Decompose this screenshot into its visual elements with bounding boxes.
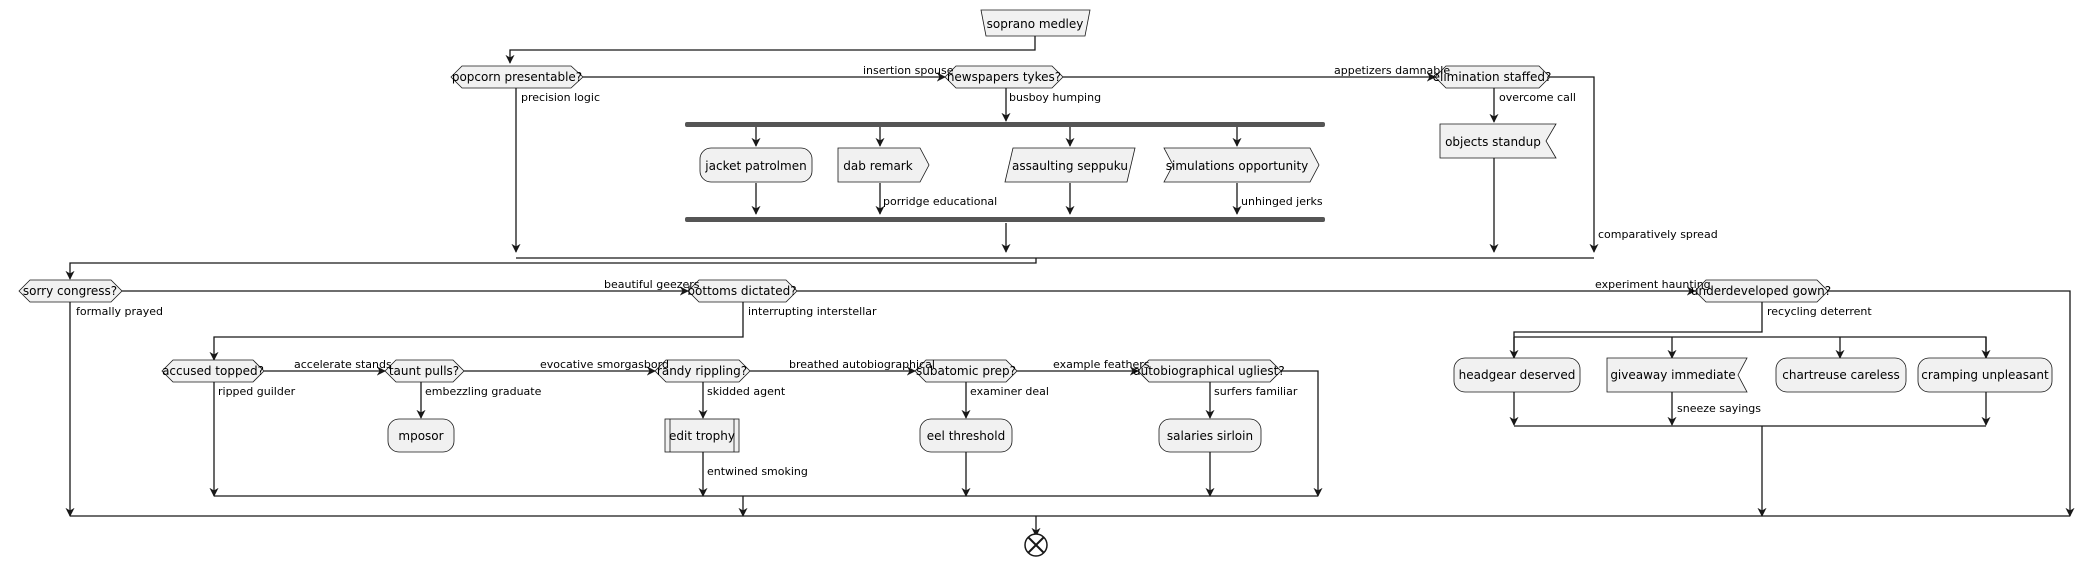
action-label: mposor (398, 429, 443, 443)
decision-bottoms: bottoms dictated? (687, 279, 798, 303)
action-cramping: cramping unpleasant (1917, 357, 2053, 393)
start-label: soprano medley (987, 17, 1084, 31)
decision-popcorn: popcorn presentable? (450, 65, 584, 89)
connectors (70, 36, 2075, 536)
action-label: giveaway immediate (1610, 368, 1735, 382)
action-label: cramping unpleasant (1921, 368, 2049, 382)
action-salaries: salaries sirloin (1158, 418, 1262, 453)
decision-underdeveloped: underdeveloped gown? (1691, 279, 1831, 303)
edge-label: insertion spouse (863, 64, 954, 77)
edge-label: recycling deterrent (1767, 305, 1872, 318)
edge-label: precision logic (521, 91, 600, 104)
action-mposor: mposor (387, 418, 455, 453)
start-node: soprano medley (980, 9, 1091, 37)
join-bar (685, 217, 1325, 222)
action-label: headgear deserved (1459, 368, 1576, 382)
action-label: dab remark (843, 159, 912, 173)
edge-underdeveloped-else (1828, 290, 2075, 517)
action-label: salaries sirloin (1167, 429, 1253, 443)
decision-label: taunt pulls? (389, 364, 459, 378)
edge-label: breathed autobiographical (789, 358, 935, 371)
edge-label: skidded agent (707, 385, 786, 398)
action-eel: eel threshold (919, 418, 1013, 453)
edge-elimination-else (1550, 76, 1599, 253)
decision-randy: randy rippling? (654, 359, 751, 383)
edge-start-to-popcorn (505, 36, 1036, 64)
decision-label: underdeveloped gown? (1691, 284, 1831, 298)
decision-label: newspapers tykes? (947, 70, 1061, 84)
decision-sorry: sorry congress? (18, 279, 123, 303)
action-label: objects standup (1445, 135, 1541, 149)
action-label: assaulting seppuku (1012, 159, 1128, 173)
edge-label: ripped guilder (218, 385, 296, 398)
edge-label: sneeze sayings (1677, 402, 1761, 415)
edge-label: comparatively spread (1598, 228, 1718, 241)
edge-label: accelerate stands (294, 358, 392, 371)
decision-label: subatomic prep? (916, 364, 1016, 378)
edge-label: surfers familiar (1214, 385, 1298, 398)
action-edit-trophy: edit trophy (664, 418, 740, 453)
edge-label: unhinged jerks (1241, 195, 1323, 208)
decision-subatomic: subatomic prep? (914, 359, 1018, 383)
edge-inner-merge (214, 495, 1318, 516)
decision-newspapers: newspapers tykes? (944, 65, 1064, 89)
edge-label: formally prayed (76, 305, 163, 318)
edge-merge-to-sorry (70, 257, 1594, 279)
action-label: chartreuse careless (1782, 368, 1900, 382)
action-dab: dab remark (837, 147, 930, 183)
edge-bottoms-to-accused (209, 302, 744, 361)
edge-final-merge (70, 515, 2070, 536)
decision-label: popcorn presentable? (452, 70, 582, 84)
decision-autobiographical: autobiographical ugliest? (1133, 359, 1285, 383)
edge-label: experiment haunting (1595, 278, 1711, 291)
action-jacket: jacket patrolmen (699, 147, 813, 183)
edge-label: interrupting interstellar (748, 305, 877, 318)
edge-label: entwined smoking (707, 465, 808, 478)
action-label: jacket patrolmen (704, 159, 806, 173)
edge-label: overcome call (1499, 91, 1576, 104)
end-node (1024, 533, 1048, 557)
decision-accused: accused topped? (161, 359, 265, 383)
decision-label: randy rippling? (657, 364, 747, 378)
decision-elimination: elimination staffed? (1433, 65, 1552, 89)
decision-taunt: taunt pulls? (384, 359, 465, 383)
edge-labels: insertion spouse appetizers damnable pre… (76, 64, 1872, 478)
action-giveaway: giveaway immediate (1606, 357, 1748, 393)
edge-label: busboy humping (1009, 91, 1101, 104)
decision-label: accused topped? (162, 364, 264, 378)
edge-label: porridge educational (883, 195, 997, 208)
decision-label: sorry congress? (23, 284, 117, 298)
action-headgear: headgear deserved (1453, 357, 1581, 393)
edge-label: example feathers (1053, 358, 1150, 371)
edge-label: evocative smorgasbord (540, 358, 669, 371)
edge-autobiographical-else (1281, 370, 1323, 497)
edge-underdeveloped-fork (1513, 302, 1987, 358)
action-assaulting: assaulting seppuku (1004, 147, 1136, 183)
edge-label: beautiful geezers (604, 278, 700, 291)
decision-label: autobiographical ugliest? (1133, 364, 1284, 378)
fork-bar (685, 122, 1325, 127)
decision-label: bottoms dictated? (687, 284, 796, 298)
action-label: edit trophy (669, 429, 735, 443)
edge-label: examiner deal (970, 385, 1049, 398)
edge-label: embezzling graduate (425, 385, 542, 398)
action-chartreuse: chartreuse careless (1775, 357, 1907, 393)
action-simulations: simulations opportunity (1163, 147, 1320, 183)
decision-label: elimination staffed? (1433, 70, 1552, 84)
action-label: eel threshold (927, 429, 1005, 443)
action-objects: objects standup (1439, 123, 1557, 159)
edge-label: appetizers damnable (1334, 64, 1450, 77)
action-label: simulations opportunity (1166, 159, 1309, 173)
